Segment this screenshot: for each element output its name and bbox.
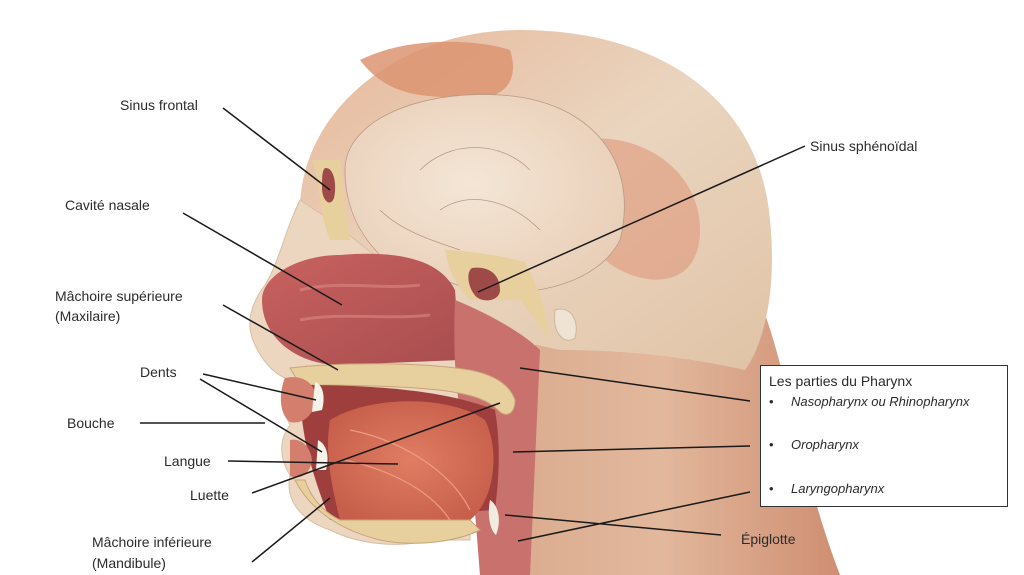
- legend-title: Les parties du Pharynx: [769, 373, 913, 389]
- label-cavite-nasale: Cavité nasale: [65, 197, 150, 213]
- legend-item-label: Oropharynx: [791, 437, 859, 452]
- legend-item-laryngopharynx: • Laryngopharynx: [769, 481, 884, 496]
- legend-item-label: Nasopharynx ou Rhinopharynx: [791, 394, 970, 409]
- label-machoire-inferieure: Mâchoire inférieure: [92, 534, 212, 550]
- label-epiglotte: Épiglotte: [741, 531, 796, 547]
- label-machoire-superieure: Mâchoire supérieure: [55, 288, 183, 304]
- bullet-icon: •: [769, 481, 774, 496]
- bullet-icon: •: [769, 394, 774, 409]
- label-bouche: Bouche: [67, 415, 115, 431]
- label-mandibule: (Mandibule): [92, 555, 166, 571]
- legend-item-nasopharynx: • Nasopharynx ou Rhinopharynx: [769, 394, 970, 409]
- label-dents: Dents: [140, 364, 177, 380]
- pharynx-legend-box: Les parties du Pharynx • Nasopharynx ou R…: [760, 365, 1008, 507]
- bullet-icon: •: [769, 437, 774, 452]
- label-luette: Luette: [190, 487, 229, 503]
- label-maxilaire: (Maxilaire): [55, 308, 121, 324]
- label-langue: Langue: [164, 453, 211, 469]
- label-sinus-frontal: Sinus frontal: [120, 97, 198, 113]
- legend-item-label: Laryngopharynx: [791, 481, 885, 496]
- label-sinus-sphenoidal: Sinus sphénoïdal: [810, 138, 918, 154]
- legend-item-oropharynx: • Oropharynx: [769, 437, 859, 452]
